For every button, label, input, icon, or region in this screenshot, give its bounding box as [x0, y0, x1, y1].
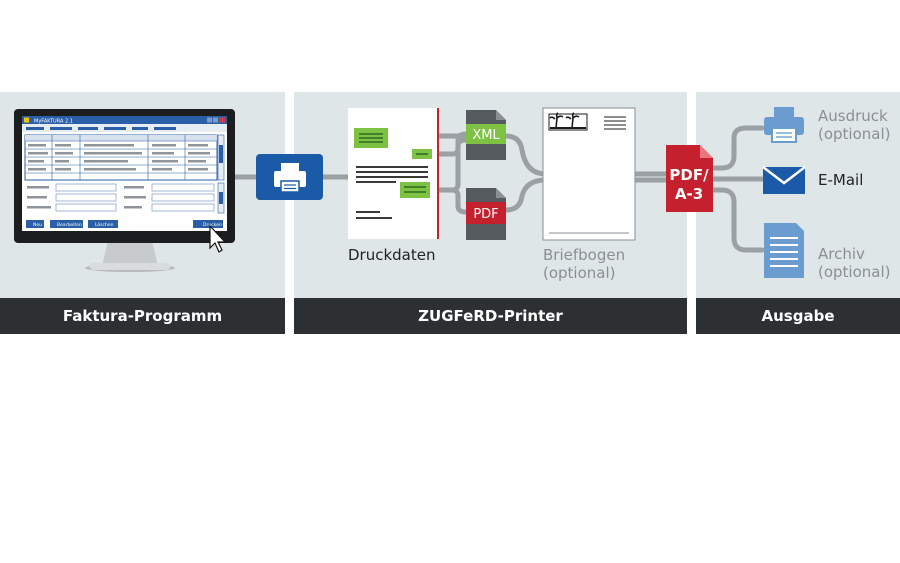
section-label-printer: ZUGFeRD-Printer [294, 298, 687, 334]
edit-button[interactable] [50, 220, 83, 228]
printer-badge-icon [256, 154, 323, 200]
monitor: MyFAKTURA 2.1 [14, 109, 235, 272]
print-button[interactable] [193, 220, 223, 228]
briefbogen-optional-label: (optional) [543, 264, 616, 282]
delete-button-label: Löschen [95, 222, 114, 228]
palm-logo-icon [548, 112, 588, 131]
section-label-output: Ausgabe [696, 298, 900, 334]
pdfa3-document-icon: PDF/ A-3 [666, 145, 713, 212]
connector-tag3-xml [427, 137, 469, 193]
pdf-label: PDF [473, 207, 498, 222]
new-button-label: Neu [33, 222, 42, 228]
archiv-label: Archiv [818, 245, 865, 263]
print-button-label: Drucken [203, 222, 222, 228]
printer-output-icon [764, 107, 804, 143]
section-label-faktura: Faktura-Programm [0, 298, 285, 334]
edit-button-label: Bearbeiten [57, 222, 82, 228]
briefbogen-document [542, 107, 636, 241]
delete-button[interactable] [88, 220, 118, 228]
connector-pdfa-ausdruck [711, 125, 765, 171]
archive-document-icon [764, 223, 804, 278]
druckdaten-label: Druckdaten [348, 246, 436, 264]
new-button[interactable] [26, 220, 44, 228]
app-buttons: Neu Bearbeiten Löschen Drucken [26, 220, 223, 228]
email-envelope-icon [762, 166, 806, 194]
xml-label: XML [472, 128, 500, 143]
druckdaten-document [348, 108, 439, 239]
data-tag-3 [400, 182, 430, 198]
ausdruck-optional-label: (optional) [818, 125, 891, 143]
app-title-bar [22, 116, 227, 124]
briefbogen-label: Briefbogen [543, 246, 626, 264]
email-label: E-Mail [818, 171, 864, 189]
pdf-file-icon: PDF [466, 188, 506, 240]
archiv-optional-label: (optional) [818, 263, 891, 281]
pdfa-label-line1: PDF/ [669, 166, 709, 184]
connector-xml-pdfa [503, 133, 671, 177]
cursor-icon [209, 224, 227, 253]
pdfa-label-line2: A-3 [675, 185, 703, 203]
connector-pdf-pdfa [503, 177, 671, 213]
monitor-stand [102, 241, 158, 266]
app-title: MyFAKTURA 2.1 [34, 119, 73, 125]
ausdruck-label: Ausdruck [818, 107, 888, 125]
xml-file-icon: XML [466, 110, 506, 160]
connectors [229, 125, 765, 253]
connector-pdfa-archiv [711, 187, 765, 253]
